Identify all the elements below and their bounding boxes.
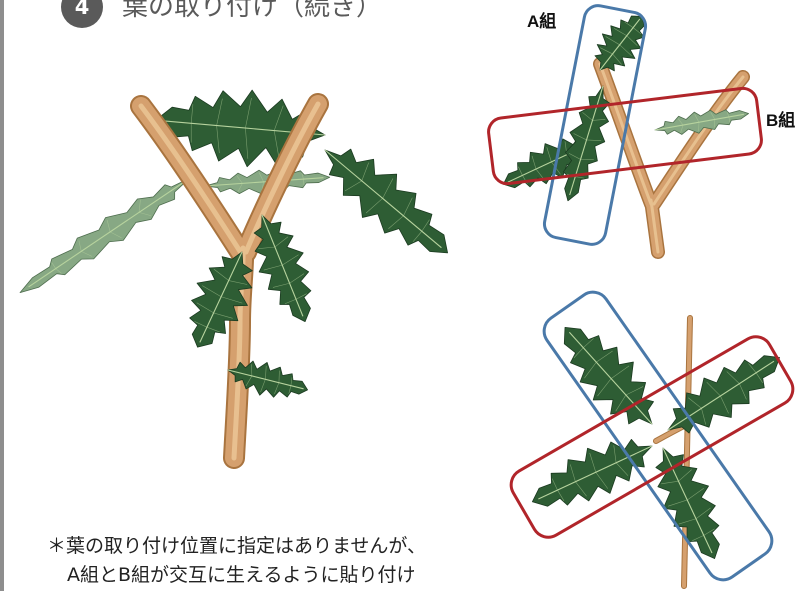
group-b-label: B組 [766,111,796,130]
note-line: A組とB組が交互に生えるように貼り付け [67,563,416,586]
left-side-rule [0,0,4,591]
group-a-label: A組 [527,12,557,31]
group-a-outline [542,4,648,246]
page-title: 葉の取り付け（続き） [122,0,383,22]
group-b-outline [487,86,763,186]
note-line: ＊葉の取り付け位置に指定はありませんが、 [47,535,427,557]
instruction-note: ＊葉の取り付け位置に指定はありませんが、 A組とB組が交互に生えるように貼り付け [47,532,426,589]
top-right-diagram [487,3,763,252]
leaf [543,308,674,444]
leaf [11,165,200,306]
leaf [583,3,659,83]
bottom-right-diagram [509,290,795,586]
main-illustration [11,80,467,458]
leaf [306,128,467,275]
group-a-outline [542,290,774,582]
group-b-outline [509,335,795,539]
step-number: 4 [74,0,90,19]
